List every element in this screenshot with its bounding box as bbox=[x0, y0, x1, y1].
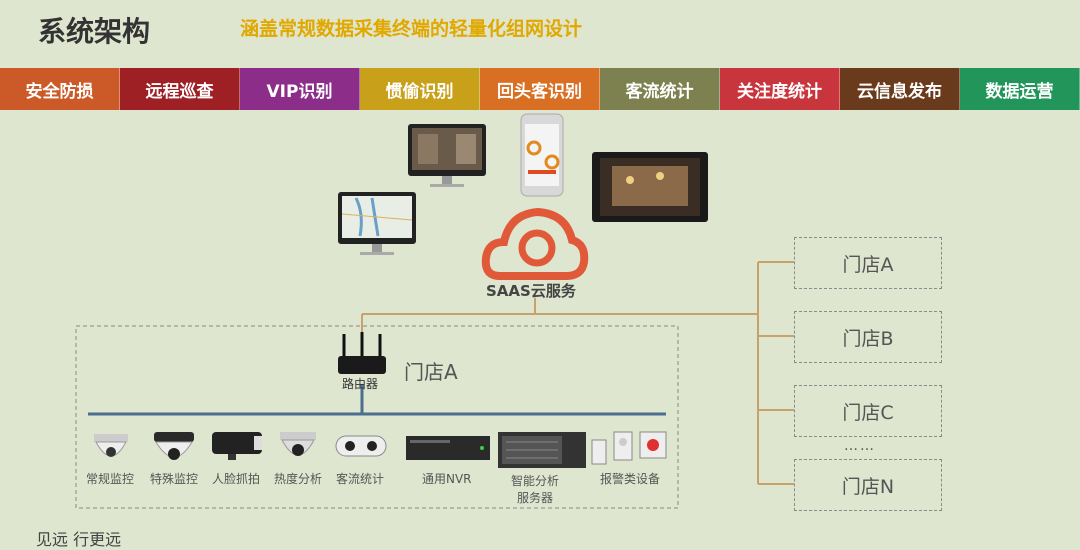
feature-8: 数据运营 bbox=[960, 68, 1080, 110]
page-subtitle: 涵盖常规数据采集终端的轻量化组网设计 bbox=[240, 18, 583, 40]
store-box-n: 门店N bbox=[794, 459, 942, 511]
bullet-camera-icon bbox=[212, 432, 262, 460]
alarm-devices-icon bbox=[591, 431, 667, 465]
feature-6: 关注度统计 bbox=[720, 68, 840, 110]
feature-3: 惯偷识别 bbox=[360, 68, 480, 110]
feature-label: 回头客识别 bbox=[497, 81, 582, 102]
device-label-regular-cam: 常规监控 bbox=[86, 472, 135, 486]
store-label: 门店B bbox=[842, 327, 894, 350]
nvr-icon bbox=[406, 436, 490, 460]
feature-label: 客流统计 bbox=[625, 81, 694, 102]
page-title: 系统架构 bbox=[38, 15, 151, 48]
feature-label: 安全防损 bbox=[25, 81, 94, 102]
local-store-boundary bbox=[75, 325, 679, 509]
tablet-icon bbox=[592, 152, 708, 222]
store-box-a: 门店A bbox=[794, 237, 942, 289]
feature-1: 远程巡查 bbox=[120, 68, 240, 110]
server-label-line1: 智能分析 bbox=[510, 474, 559, 488]
cloud-label: SAAS云服务 bbox=[486, 282, 576, 300]
device-label-face-cam: 人脸抓拍 bbox=[212, 472, 261, 486]
feature-0: 安全防损 bbox=[0, 68, 120, 110]
device-label-server: 智能分析 服务器 bbox=[508, 472, 562, 506]
device-label-heat-cam: 热度分析 bbox=[274, 472, 323, 486]
connector-lines bbox=[361, 261, 794, 485]
device-label-special-cam: 特殊监控 bbox=[150, 472, 199, 486]
dome-camera-icon bbox=[94, 434, 128, 457]
cloud-logo-icon bbox=[481, 207, 589, 280]
router-label: 路由器 bbox=[342, 377, 379, 391]
store-label: 门店A bbox=[842, 253, 894, 276]
device-label-alarm: 报警类设备 bbox=[600, 472, 661, 486]
feature-label: 数据运营 bbox=[985, 81, 1054, 102]
feature-5: 客流统计 bbox=[600, 68, 720, 110]
feature-label: 惯偷识别 bbox=[385, 81, 454, 102]
store-box-c: 门店C bbox=[794, 385, 942, 437]
ptz-camera-icon bbox=[154, 432, 194, 460]
store-label: 门店C bbox=[842, 401, 894, 424]
router-icon bbox=[338, 332, 386, 374]
feature-bar: 安全防损 远程巡查 VIP识别 惯偷识别 回头客识别 客流统计 关注度统计 云信… bbox=[0, 68, 1080, 110]
server-label-line2: 服务器 bbox=[516, 491, 553, 505]
stores-ellipsis: …… bbox=[844, 438, 876, 454]
feature-7: 云信息发布 bbox=[840, 68, 960, 110]
feature-4: 回头客识别 bbox=[480, 68, 600, 110]
footer-slogan: 见远 行更远 bbox=[36, 530, 122, 549]
people-counter-icon bbox=[335, 435, 387, 457]
device-label-counter: 客流统计 bbox=[336, 472, 385, 486]
store-monitor-icon bbox=[408, 124, 486, 187]
store-label: 门店N bbox=[841, 475, 895, 498]
phone-icon bbox=[520, 113, 564, 197]
feature-2: VIP识别 bbox=[240, 68, 360, 110]
heat-camera-icon bbox=[280, 432, 316, 456]
device-label-nvr: 通用NVR bbox=[422, 472, 472, 486]
server-icon bbox=[498, 432, 586, 468]
store-box-b: 门店B bbox=[794, 311, 942, 363]
feature-label: 关注度统计 bbox=[737, 81, 822, 102]
feature-label: 云信息发布 bbox=[857, 81, 942, 102]
local-store-label: 门店A bbox=[404, 360, 458, 384]
feature-label: 远程巡查 bbox=[145, 81, 214, 102]
feature-label: VIP识别 bbox=[266, 81, 333, 102]
map-monitor-icon bbox=[338, 192, 416, 255]
